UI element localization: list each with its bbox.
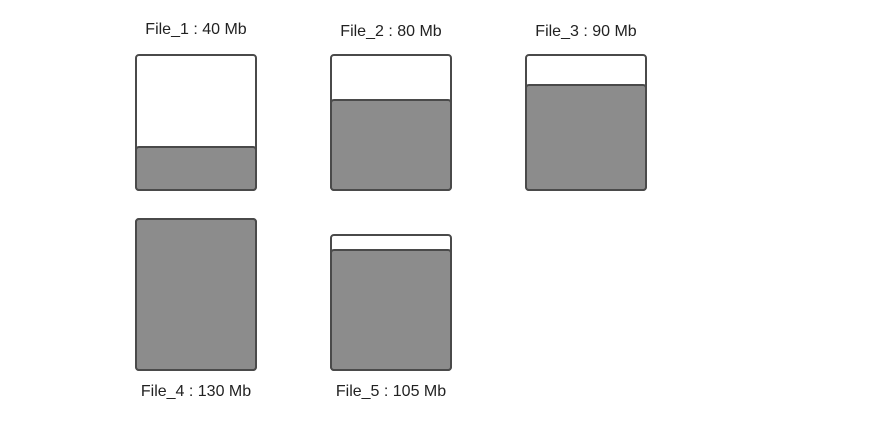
- file-label: File_5 : 105 Mb: [335, 383, 447, 400]
- file-container: [135, 218, 257, 371]
- file-fill: [330, 249, 452, 371]
- file-fill: [135, 218, 257, 371]
- file-label: File_2 : 80 Mb: [340, 23, 442, 40]
- file-fill: [135, 146, 257, 191]
- file-fill: [330, 99, 452, 191]
- file-label: File_4 : 130 Mb: [140, 383, 252, 400]
- file-container: [330, 234, 452, 371]
- file-container: [330, 54, 452, 191]
- file-container: [525, 54, 647, 191]
- file-fill: [525, 84, 647, 191]
- file-container: [135, 54, 257, 191]
- file-label: File_3 : 90 Mb: [535, 23, 637, 40]
- file-label: File_1 : 40 Mb: [145, 21, 247, 38]
